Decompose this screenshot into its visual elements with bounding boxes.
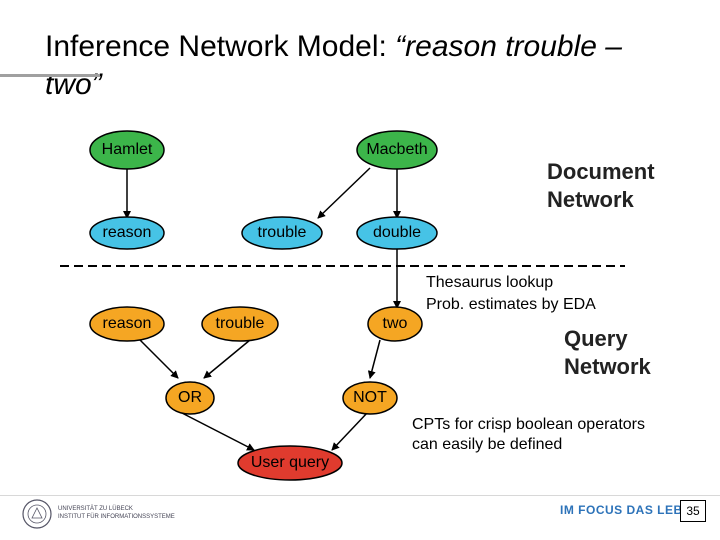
thesaurus-annotation: Thesaurus lookup Prob. estimates by EDA [426, 272, 596, 316]
query-node-user-query [237, 445, 343, 481]
thesaurus-annotation-line1: Thesaurus lookup [426, 274, 554, 291]
term-label-double: double [372, 224, 422, 241]
document-label-macbeth: Macbeth [366, 141, 428, 158]
footer-tagline: IM FOCUS DAS LEBEN [560, 503, 701, 517]
concept-label-reason: reason [102, 315, 152, 332]
cpt-annotation-line2: can easily be defined [412, 436, 563, 453]
title-prefix: Inference Network Model: [45, 30, 396, 63]
thesaurus-annotation-line2: Prob. estimates by EDA [426, 296, 596, 313]
document-network-label-line1: Document [547, 159, 655, 184]
edge-reason-or [139, 339, 179, 379]
document-node-macbeth [356, 130, 438, 170]
term-node-trouble [241, 216, 323, 250]
concept-node-two [367, 306, 423, 342]
cpt-annotation-line1: CPTs for crisp boolean operators [412, 416, 645, 433]
document-network-label: Document Network [547, 158, 655, 214]
concept-label-trouble: trouble [215, 315, 265, 332]
query-network-label-line2: Network [564, 354, 651, 379]
logo-text-line2: INSTITUT FÜR INFORMATIONSSYSTEME [58, 514, 175, 520]
title-query-quote: “reason trouble – two” [45, 30, 622, 101]
operator-node-or [165, 381, 215, 415]
edge-not-userquery [331, 411, 369, 451]
edge-macbeth-trouble [317, 167, 371, 219]
edge-or-userquery [179, 411, 255, 451]
edge-two-not [367, 339, 381, 379]
query-label-user-query: User query [250, 454, 330, 471]
page-number: 35 [680, 500, 706, 522]
operator-label-or: OR [178, 389, 202, 406]
cpt-annotation: CPTs for crisp boolean operators can eas… [412, 415, 645, 455]
term-node-reason [89, 216, 165, 250]
concept-node-trouble [201, 306, 279, 342]
term-label-trouble: trouble [257, 224, 307, 241]
operator-node-not [342, 381, 398, 415]
operator-label-not: NOT [353, 389, 387, 406]
query-network-label-line1: Query [564, 326, 628, 351]
concept-node-reason [89, 306, 165, 342]
slide-title: Inference Network Model: “reason trouble… [45, 28, 685, 104]
title-underline [0, 74, 100, 77]
edge-trouble-or [203, 339, 251, 379]
document-network-label-line2: Network [547, 187, 634, 212]
logo-text-line1: UNIVERSITÄT ZU LÜBECK [58, 506, 133, 512]
query-network-label: Query Network [564, 325, 651, 381]
university-logo-text: UNIVERSITÄT ZU LÜBECK INSTITUT FÜR INFOR… [58, 505, 175, 521]
term-label-reason: reason [102, 224, 152, 241]
document-node-hamlet [89, 130, 165, 170]
concept-label-two: two [382, 315, 408, 332]
university-seal-icon [22, 499, 52, 529]
term-node-double [356, 216, 438, 250]
document-label-hamlet: Hamlet [101, 141, 153, 158]
footer-divider [0, 495, 720, 496]
